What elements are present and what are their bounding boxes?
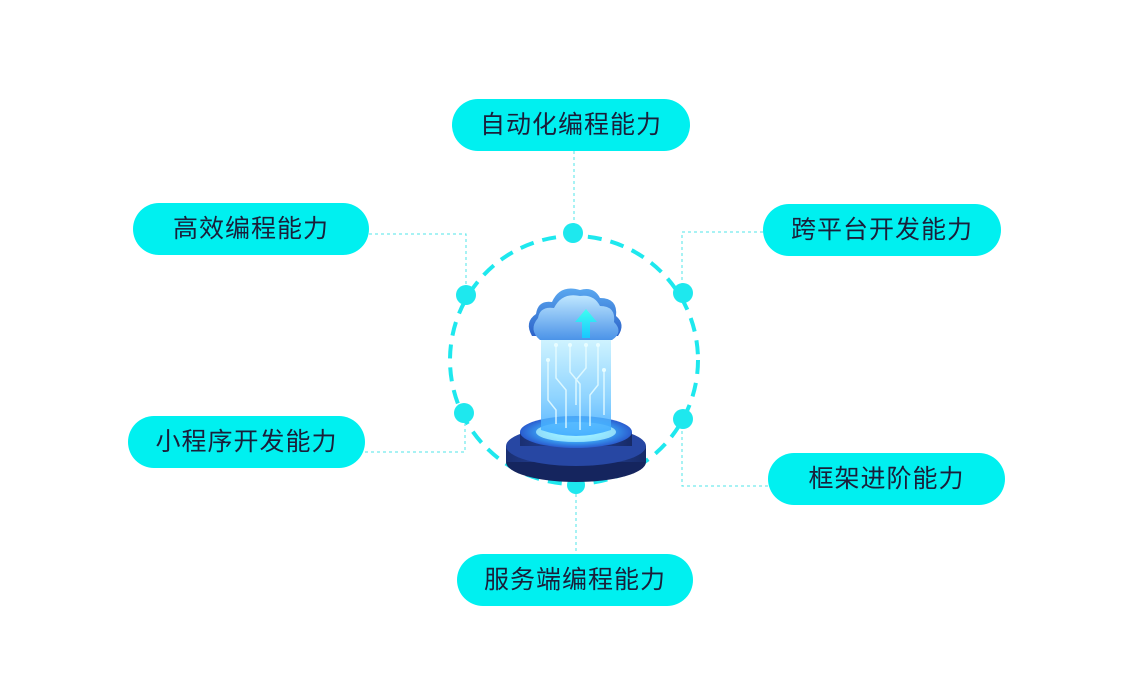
connector-left-top — [369, 233, 467, 294]
node-automation: 自动化编程能力 — [452, 99, 690, 151]
ring-node-left-top — [456, 285, 476, 305]
connector-right-top — [681, 231, 763, 292]
ring-node-left-bottom — [454, 403, 474, 423]
node-server: 服务端编程能力 — [457, 554, 693, 606]
node-framework: 框架进阶能力 — [768, 453, 1005, 505]
node-crossplatform: 跨平台开发能力 — [763, 204, 1001, 256]
ring-node-top — [563, 223, 583, 243]
connector-left-bottom — [365, 414, 466, 453]
connector-lines — [365, 151, 768, 554]
ring-node-right-top — [673, 283, 693, 303]
node-miniprogram: 小程序开发能力 — [128, 416, 365, 468]
ring-node-right-bottom — [673, 409, 693, 429]
node-efficient: 高效编程能力 — [133, 203, 369, 255]
connector-right-bottom — [681, 420, 768, 487]
cloud-upload-pedestal-icon — [506, 288, 646, 482]
